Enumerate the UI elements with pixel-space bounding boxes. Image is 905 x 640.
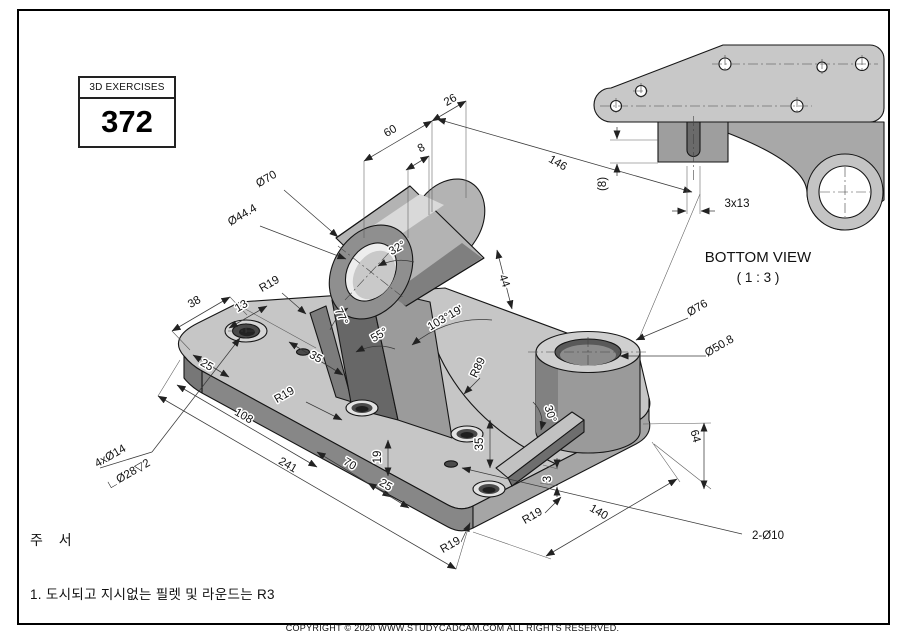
arc-55deg xyxy=(355,345,396,353)
leader-4xd14 xyxy=(151,337,241,453)
dim-line-25u xyxy=(192,354,230,378)
dim-label-dia44: Ø44.4 xyxy=(226,202,260,228)
dim-line-44 xyxy=(495,249,514,310)
dim-line-38 xyxy=(171,296,231,332)
leader-r19-bottom xyxy=(460,522,471,543)
notes-block: 주 서 1. 도시되고 지시없는 필렛 및 라운드는 R3 xyxy=(30,530,275,603)
dim-label-8: 8 xyxy=(416,142,428,156)
notes-heading: 주 서 xyxy=(30,532,78,548)
counterbore-hole-a xyxy=(345,399,379,417)
bottom-view-title: BOTTOM VIEW xyxy=(705,249,812,266)
counterbore-hole-b xyxy=(450,425,484,443)
series-label: 3D EXERCISES xyxy=(80,78,174,99)
dim-label-2xd10: 2-Ø10 xyxy=(752,530,784,542)
plate-front-right-face xyxy=(472,397,651,529)
leader-r89 xyxy=(463,377,481,395)
dim-label-60: 60 xyxy=(382,123,399,140)
dim-label-140: 140 xyxy=(587,502,610,522)
exercise-number: 372 xyxy=(101,104,153,139)
dim-line-140 xyxy=(545,478,678,557)
dim-line-60 xyxy=(363,120,433,162)
cbore-bore-dark xyxy=(482,487,496,493)
bv-plate xyxy=(593,44,885,123)
dim-line-25b xyxy=(367,482,410,509)
dim-label-35v: 35 xyxy=(474,438,486,451)
dim-label-r19-upper: R19 xyxy=(257,274,281,295)
ext-line xyxy=(472,441,681,560)
arc-32deg xyxy=(377,259,415,267)
dim-label-r19-bottom: R19 xyxy=(438,535,462,556)
bv-lobe-centerline xyxy=(820,167,870,217)
dim-line-13 xyxy=(228,305,268,329)
arc-77deg xyxy=(329,307,349,331)
arc-30deg xyxy=(532,401,547,431)
title-block: 3D EXERCISES 372 xyxy=(78,76,176,148)
bottom-view xyxy=(593,44,885,231)
bv-dim-label-slot: 3x13 xyxy=(725,198,750,210)
copyright-footer: COPYRIGHT © 2020 WWW.STUDYCADCAM.COM ALL… xyxy=(285,623,620,633)
dim-line-35 xyxy=(288,341,344,376)
bv-dim-label-8: (8) xyxy=(597,177,609,191)
dimension-lines xyxy=(99,100,743,570)
leader-dia76 xyxy=(635,317,689,341)
dim-line-241 xyxy=(157,395,457,570)
dim-label-38: 38 xyxy=(186,294,203,311)
ext-line xyxy=(639,193,701,337)
small-hole-a xyxy=(295,348,311,356)
cbore-bore-dark xyxy=(239,327,255,337)
arc-103deg xyxy=(411,319,493,346)
leader-r19-upper xyxy=(281,292,307,315)
counterbore-hole-left-boss xyxy=(224,319,268,343)
dim-label-dia76: Ø76 xyxy=(685,298,710,319)
leader-dia44 xyxy=(259,225,347,260)
bv-hole-centerlines xyxy=(600,55,878,115)
ext-line xyxy=(610,139,658,164)
dim-label-r19-bottom-right: R19 xyxy=(520,506,544,527)
dim-line-146 xyxy=(436,118,693,193)
leader-r19-bottom-right xyxy=(544,496,562,514)
notes-line-1: 1. 도시되고 지시없는 필렛 및 라운드는 R3 xyxy=(30,587,275,602)
leader-dia70 xyxy=(283,189,339,238)
dim-line-8 xyxy=(405,155,430,171)
boss-body-shadow xyxy=(390,243,482,306)
dim-label-44: 44 xyxy=(496,273,512,290)
counterbore-hole-c xyxy=(472,480,506,498)
right-cylinder-centerline xyxy=(528,337,648,368)
sheet-border xyxy=(17,9,890,625)
dim-label-146: 146 xyxy=(546,153,569,173)
cbore-bore-dark xyxy=(355,406,369,412)
leader-note-shoulder xyxy=(99,451,153,469)
rib-side-face xyxy=(507,419,585,487)
isometric-view xyxy=(177,178,651,532)
dim-label-3: 3 xyxy=(542,476,554,482)
ext-line xyxy=(686,166,701,214)
dim-label-19: 19 xyxy=(372,451,384,464)
dim-line-26 xyxy=(431,100,467,122)
cbore-bore-dark xyxy=(460,432,474,438)
boss-body-outline xyxy=(335,185,485,307)
dim-label-dia70: Ø70 xyxy=(254,169,279,190)
boss-centerline xyxy=(337,243,405,301)
dim-label-4xd14: 4xØ14 xyxy=(93,442,129,470)
bottom-view-scale: ( 1 : 3 ) xyxy=(737,270,780,285)
leader-r19-mid xyxy=(305,401,343,421)
dim-label-64: 64 xyxy=(687,428,702,444)
dim-label-241: 241 xyxy=(276,455,299,475)
small-hole-b xyxy=(443,460,459,468)
dim-label-dia50: Ø50.8 xyxy=(703,333,736,359)
